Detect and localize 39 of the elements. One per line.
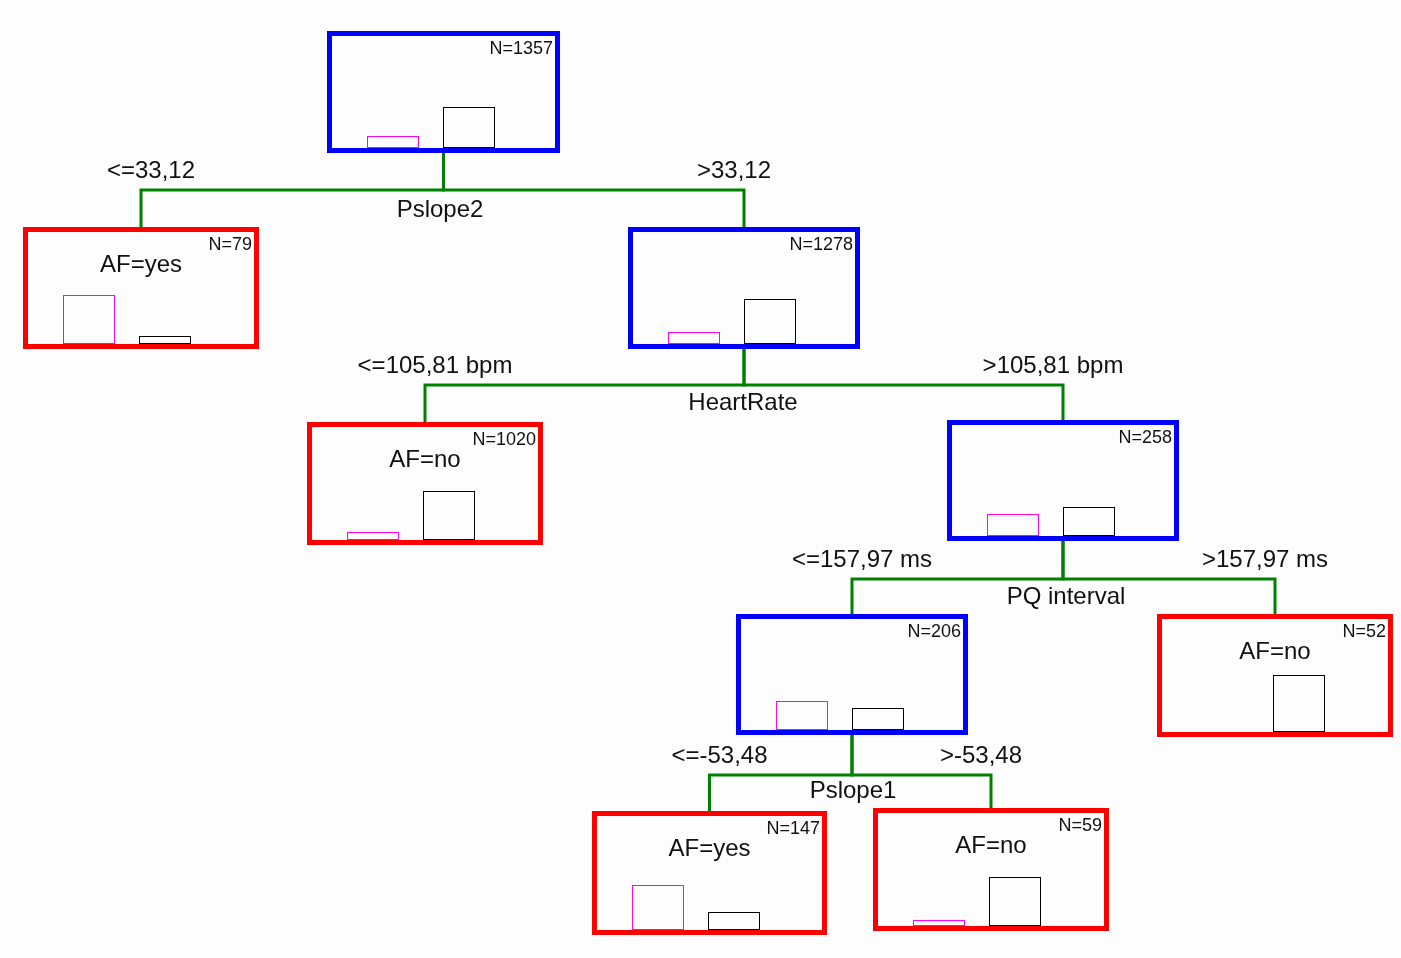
sample-count: N=1357: [489, 38, 553, 59]
tree-branch: [742, 349, 1065, 420]
split-variable: HeartRate: [688, 388, 798, 416]
split-variable: PQ interval: [1006, 582, 1126, 610]
edge-label: <=-53,48: [671, 741, 768, 769]
split-variable: Pslope2: [396, 195, 484, 223]
sample-count: N=147: [766, 818, 820, 839]
edge-label: <=33,12: [106, 156, 196, 184]
sample-count: N=1020: [472, 429, 536, 450]
class-label: AF=no: [1238, 637, 1312, 665]
tree-branch: [1061, 541, 1277, 614]
edge-label: >-53,48: [939, 741, 1023, 769]
sample-count: N=206: [907, 621, 961, 642]
sample-count: N=52: [1342, 621, 1386, 642]
tree-branch: [442, 153, 746, 227]
split-node-box: [947, 420, 1179, 541]
class-label: AF=yes: [667, 834, 752, 862]
leaf-node-box: [23, 227, 259, 349]
leaf-node-box: [307, 422, 543, 545]
split-node-box: [736, 614, 968, 735]
sample-count: N=258: [1118, 427, 1172, 448]
edge-label: >33,12: [696, 156, 772, 184]
sample-count: N=79: [208, 234, 252, 255]
split-variable: Pslope1: [809, 776, 897, 804]
sample-count: N=1278: [789, 234, 853, 255]
edge-label: >105,81 bpm: [982, 351, 1124, 379]
class-label: AF=no: [388, 445, 462, 473]
leaf-node-box: [592, 811, 827, 935]
tree-branch: [850, 735, 993, 808]
split-node-box: [628, 227, 860, 349]
sample-count: N=59: [1058, 815, 1102, 836]
edge-label: >157,97 ms: [1201, 545, 1329, 573]
class-label: AF=no: [954, 831, 1028, 859]
class-label: AF=yes: [99, 250, 183, 278]
split-node-box: [327, 31, 560, 153]
edge-label: <=157,97 ms: [791, 545, 933, 573]
leaf-node-box: [1157, 614, 1393, 737]
edge-label: <=105,81 bpm: [357, 351, 513, 379]
leaf-node-box: [873, 808, 1109, 931]
